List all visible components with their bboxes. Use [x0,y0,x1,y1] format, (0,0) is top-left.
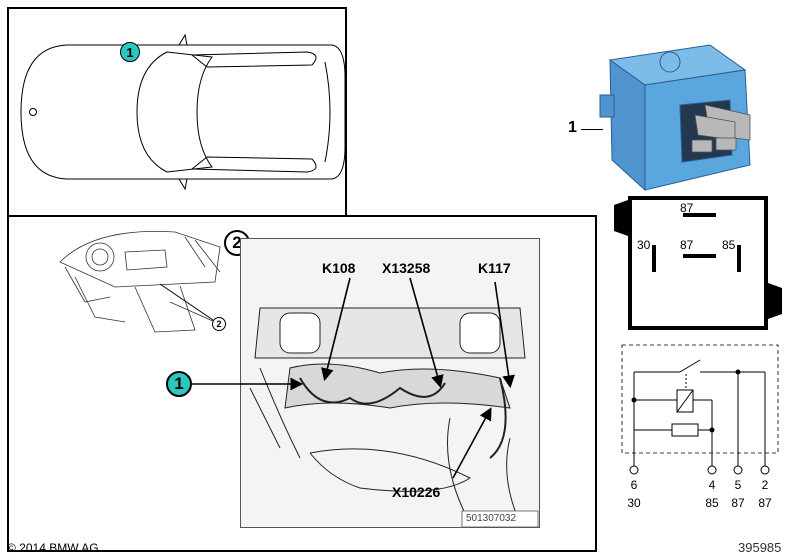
figure-reference: 501307032 [466,513,517,524]
schematic-terminal-3: 87 [731,496,745,510]
part-label-1: 1 [568,119,577,136]
label-k117: K117 [478,260,511,276]
diagram-id: 395985 [738,540,782,555]
car-overview-panel [7,7,347,217]
callout-1-overview: 1 [120,42,140,62]
schematic-terminal-1: 30 [627,496,641,510]
label-k108: K108 [322,260,356,276]
part-leader-line [581,129,603,130]
pin-30: 30 [637,238,651,252]
dashboard-thumbnail [59,231,221,333]
label-x13258: X13258 [382,260,431,276]
car-outline [20,33,346,191]
schematic-pin-number-2: 4 [708,478,716,492]
relay-photo [599,44,751,192]
callout-2-thumbnail: 2 [212,317,226,331]
schematic-terminal-4: 87 [758,496,772,510]
label-x10226: X10226 [392,484,441,500]
schematic-pin-number-4: 2 [761,478,769,492]
copyright: © 2014 BMW AG [7,541,99,555]
pin-87-middle: 87 [680,238,694,252]
relay-pin-diagram [628,196,768,330]
callout-1-detail: 1 [166,371,192,397]
schematic-pin-number-1: 6 [630,478,638,492]
installation-photo-drawing [249,307,539,528]
schematic-terminal-2: 85 [705,496,719,510]
schematic-pin-number-3: 5 [734,478,742,492]
pin-87-top: 87 [680,201,694,215]
pin-85: 85 [722,238,736,252]
